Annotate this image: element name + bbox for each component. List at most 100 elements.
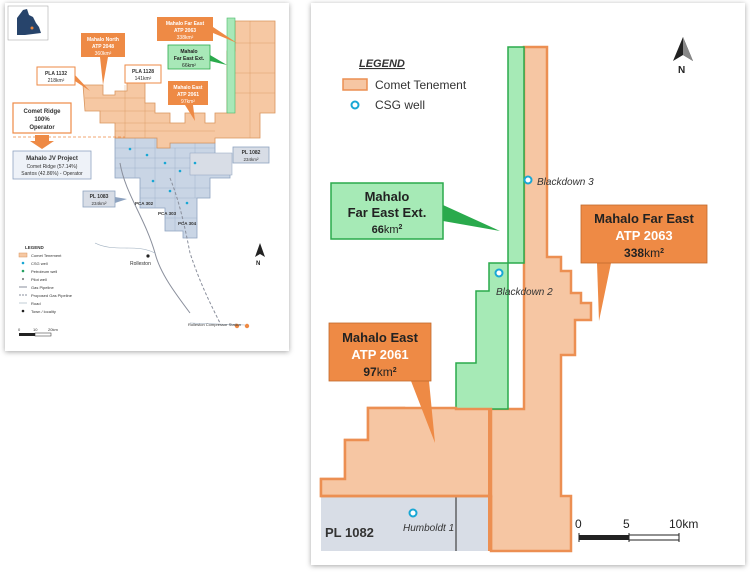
overview-legend: LEGEND Comet Tenement CSG well Petroleum… [18,245,73,314]
queensland-inset [7,5,49,41]
callout-pla1128: PLA 1128 141km² [124,64,162,84]
svg-text:Gas Pipeline: Gas Pipeline [31,285,54,290]
svg-text:Mahalo Far East: Mahalo Far East [594,211,694,226]
queensland-shape [17,9,41,35]
svg-text:10: 10 [33,327,38,332]
jv-title: Mahalo JV Project [26,156,78,162]
svg-text:Mahalo Far East: Mahalo Far East [166,21,205,27]
svg-text:338km2: 338km2 [624,246,664,260]
svg-text:ATP 2063: ATP 2063 [615,228,672,243]
svg-text:PL 1082: PL 1082 [242,150,261,156]
svg-text:Comet Tenement: Comet Tenement [31,253,62,258]
svg-text:Mahalo North: Mahalo North [87,37,119,43]
svg-text:N: N [256,261,260,267]
callout-pl1083: PL 1083 234km² [82,190,127,208]
svg-text:Mahalo East: Mahalo East [173,85,203,91]
svg-text:66km²: 66km² [182,63,196,69]
svg-text:Petroleum well: Petroleum well [31,269,57,274]
detail-scale-bar: 0 5 10km [575,517,698,542]
tenement-grid [85,21,275,138]
svg-text:Far East Ext.: Far East Ext. [174,56,205,62]
svg-text:97km²: 97km² [181,99,195,105]
compressor-label: Rolleston Compressor Station [188,322,241,327]
svg-text:ATP 2061: ATP 2061 [177,92,199,98]
svg-text:234km²: 234km² [243,157,259,162]
svg-text:ATP 2048: ATP 2048 [92,44,114,50]
callout-mahalo-east: Mahalo East ATP 2061 97km² [168,81,208,121]
svg-text:97km2: 97km2 [363,365,396,379]
pca303-label: PCA 303 [158,211,177,216]
detail-map-panel: LEGEND Comet Tenement CSG well N Blackdo… [311,3,745,565]
svg-text:ATP 2061: ATP 2061 [351,347,408,362]
jv-line1: Comet Ridge (57.14%) [27,164,78,170]
overview-scale-bar: 0 10 20km [18,327,58,337]
svg-text:0: 0 [575,517,582,531]
svg-text:CSG well: CSG well [31,261,48,266]
pca302-label: PCA 302 [135,201,154,206]
svg-text:LEGEND: LEGEND [25,245,45,250]
jv-grid [115,138,230,231]
callout-pla1132: PLA 1132 218km² [36,66,90,91]
detail-legend: LEGEND Comet Tenement CSG well [342,58,467,112]
svg-text:Mahalo: Mahalo [365,189,410,204]
svg-text:Mahalo East: Mahalo East [342,330,419,345]
svg-text:141km²: 141km² [135,76,152,82]
svg-text:Road: Road [31,301,41,306]
road [94,242,156,254]
callout-far-east-ext: Mahalo Far East Ext. 66km2 [330,182,500,240]
svg-text:Far East Ext.: Far East Ext. [348,205,427,220]
comet-ridge-line2: 100% [34,117,50,123]
svg-text:PLA 1128: PLA 1128 [132,69,154,75]
comet-ridge-line1: Comet Ridge [23,109,61,115]
svg-text:ATP 2063: ATP 2063 [174,28,196,34]
callout-mahalo-far-east: Mahalo Far East ATP 2063 338km2 [580,204,708,321]
well-blackdown-3: Blackdown 3 [523,175,594,188]
svg-text:Pilot well: Pilot well [31,277,47,282]
svg-text:0: 0 [18,327,21,332]
far-east-ext-strip [226,17,236,114]
proposed-gas-pipeline [169,177,221,324]
detail-north-arrow: N [673,37,693,76]
well-blackdown-2: Blackdown 2 [494,268,553,298]
svg-text:20km: 20km [48,327,58,332]
svg-text:10km: 10km [669,517,698,531]
mahalo-jv-box: Mahalo JV Project Comet Ridge (57.14%) S… [12,150,92,180]
legend-title: LEGEND [359,58,405,70]
svg-text:PLA 1132: PLA 1132 [45,71,67,77]
svg-text:Mahalo: Mahalo [180,49,197,55]
callout-mahalo-east: Mahalo East ATP 2061 97km2 [328,322,435,443]
csg-well-icon [350,100,360,110]
legend-tenement-label: Comet Tenement [375,78,467,92]
callout-mahalo-far-east: Mahalo Far East ATP 2063 338km² [157,17,237,43]
overview-map-panel: Comet Ridge 100% Operator Mahalo JV Proj… [5,3,289,351]
svg-text:360km²: 360km² [95,51,112,57]
pl1082-label: PL 1082 [325,525,374,540]
pl1082-area [321,495,491,551]
jv-line2: Santos (42.86%) - Operator [21,171,83,177]
svg-text:5: 5 [623,517,630,531]
legend-tenement-swatch [342,78,368,91]
compressor-dot [234,323,240,329]
mahalo-east-area [319,406,493,498]
svg-text:338km²: 338km² [177,35,194,41]
svg-text:PL 1083: PL 1083 [90,194,109,200]
legend-well-label: CSG well [375,98,425,112]
overview-north-arrow: N [255,243,265,267]
svg-text:Town / locality: Town / locality [31,309,56,314]
detail-map: LEGEND Comet Tenement CSG well N Blackdo… [319,37,708,553]
overview-wells [128,147,197,205]
svg-text:218km²: 218km² [48,78,65,84]
pca304-label: PCA 304 [178,221,197,226]
callout-pl1082: PL 1082 234km² [232,146,270,164]
svg-text:Proposed Gas Pipeline: Proposed Gas Pipeline [31,293,73,298]
svg-text:N: N [678,65,685,76]
svg-text:Blackdown 3: Blackdown 3 [537,177,594,188]
svg-text:Blackdown 2: Blackdown 2 [496,287,553,298]
pl1082-area [189,152,233,176]
svg-text:234km²: 234km² [91,201,107,206]
well-humboldt-1: Humboldt 1 [403,508,454,534]
overview-map: Comet Ridge 100% Operator Mahalo JV Proj… [7,5,276,337]
far-east-ext-area [455,46,525,410]
down-arrow [30,135,54,149]
callout-mahalo-north: Mahalo North ATP 2048 360km² [81,33,125,85]
